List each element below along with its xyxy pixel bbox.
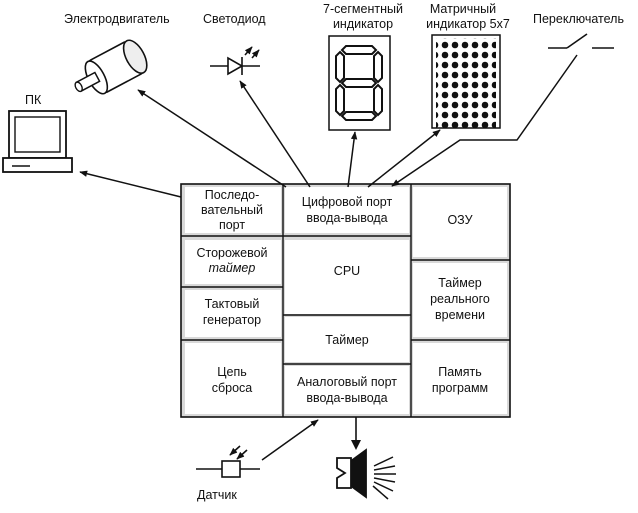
arrow-to-matrix [367, 129, 441, 188]
arrow-to-led [239, 80, 311, 188]
program-memory-line-1: Память [438, 365, 482, 379]
watchdog-line-2: таймер [209, 261, 256, 275]
digital-io-line-1: Цифровой порт [302, 195, 393, 209]
seven-segment-icon: 8 [328, 35, 391, 131]
led-label: Светодиод [203, 12, 266, 26]
microcontroller-block: Последо- вательный порт Сторожевой тайме… [180, 183, 511, 418]
sensor-icon [196, 445, 260, 478]
ram-label: ОЗУ [447, 213, 472, 227]
program-memory-line-2: программ [432, 381, 488, 395]
analog-io-line-1: Аналоговый порт [297, 375, 397, 389]
switch-icon [548, 33, 614, 49]
motor-icon [74, 39, 148, 95]
seven-segment-label-1: 7-сегментный [323, 2, 403, 16]
sensor-label: Датчик [197, 488, 237, 502]
analog-io-line-2: ввода-вывода [306, 391, 387, 405]
switch-label: Переключатель [533, 12, 624, 26]
matrix-label-2: индикатор 5х7 [426, 17, 510, 31]
arrow-from-sensor [261, 419, 319, 461]
computer-icon [2, 110, 73, 173]
arrow-to-motor [137, 89, 287, 188]
rtc-line-2: реального [430, 292, 490, 306]
digital-io-line-2: ввода-вывода [306, 211, 387, 225]
speaker-icon [336, 448, 396, 500]
timer-label: Таймер [325, 333, 369, 347]
dot-matrix-icon [431, 34, 501, 129]
clock-line-1: Тактовый [205, 297, 260, 311]
rtc-line-3: времени [435, 308, 485, 322]
watchdog-line-1: Сторожевой [196, 246, 267, 260]
switch-connection [391, 54, 578, 187]
serial-port-line-1: Последо- [205, 188, 260, 202]
arrow-to-speaker-head [351, 440, 361, 450]
serial-port-line-2: вательный [201, 203, 263, 217]
matrix-label-1: Матричный [430, 2, 496, 16]
rtc-line-1: Таймер [438, 276, 482, 290]
reset-line-2: сброса [212, 381, 253, 395]
clock-line-2: генератор [203, 313, 261, 327]
led-icon [210, 46, 260, 76]
pc-label: ПК [25, 93, 42, 107]
seven-segment-label-2: индикатор [333, 17, 393, 31]
arrow-to-seven-segment [347, 131, 358, 188]
arrow-to-pc [79, 170, 182, 198]
cpu-label: CPU [334, 264, 360, 278]
serial-port-line-3: порт [219, 218, 245, 232]
reset-line-1: Цепь [217, 365, 246, 379]
motor-label: Электродвигатель [64, 12, 170, 26]
